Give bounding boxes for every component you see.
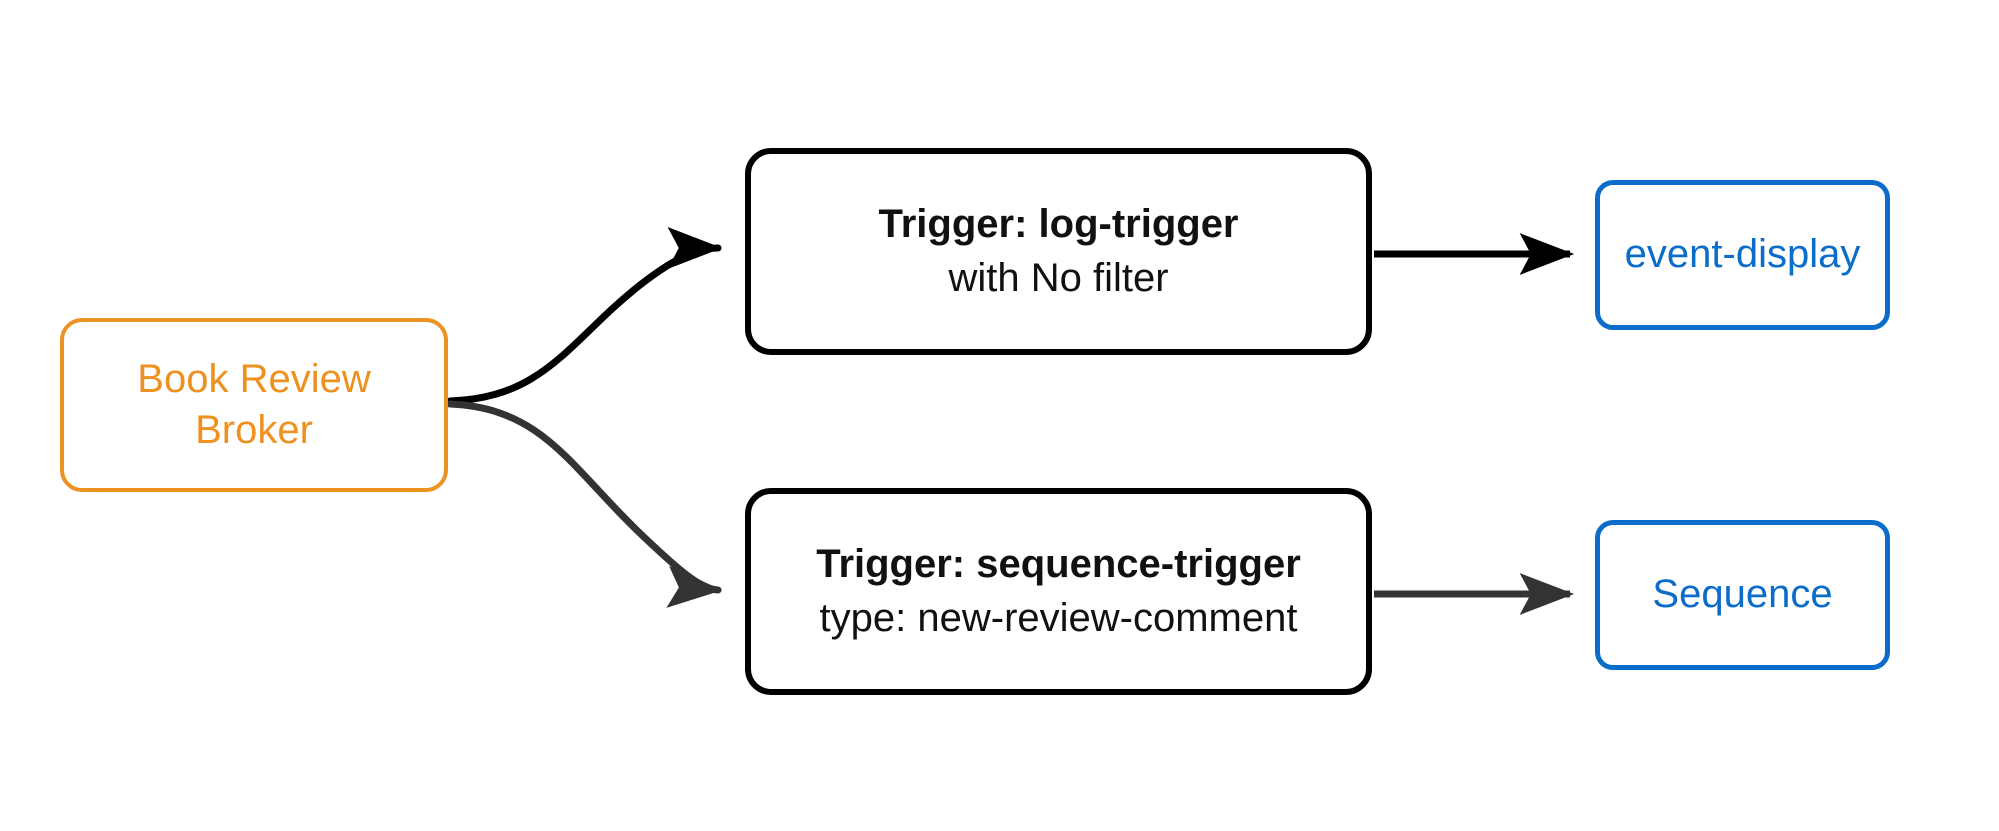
sequence-trigger-subtitle: type: new-review-comment (819, 595, 1298, 640)
event-display-label: event-display (1624, 232, 1861, 277)
edge-broker-to-log-trigger (446, 227, 723, 405)
node-sequence-trigger[interactable]: Trigger: sequence-trigger type: new-revi… (745, 488, 1372, 695)
node-sequence[interactable]: Sequence (1595, 520, 1890, 670)
log-trigger-title: Trigger: log-trigger (878, 202, 1239, 247)
node-log-trigger[interactable]: Trigger: log-trigger with No filter (745, 148, 1372, 355)
sequence-trigger-title: Trigger: sequence-trigger (816, 542, 1301, 587)
node-event-display[interactable]: event-display (1595, 180, 1890, 330)
log-trigger-subtitle: with No filter (948, 255, 1169, 300)
node-book-review-broker[interactable]: Book Review Broker (60, 318, 448, 492)
sequence-label: Sequence (1652, 572, 1833, 617)
broker-label-line-2: Broker (195, 408, 313, 452)
edge-broker-to-sequence-trigger (446, 400, 723, 608)
broker-label-line-1: Book Review (137, 356, 371, 401)
